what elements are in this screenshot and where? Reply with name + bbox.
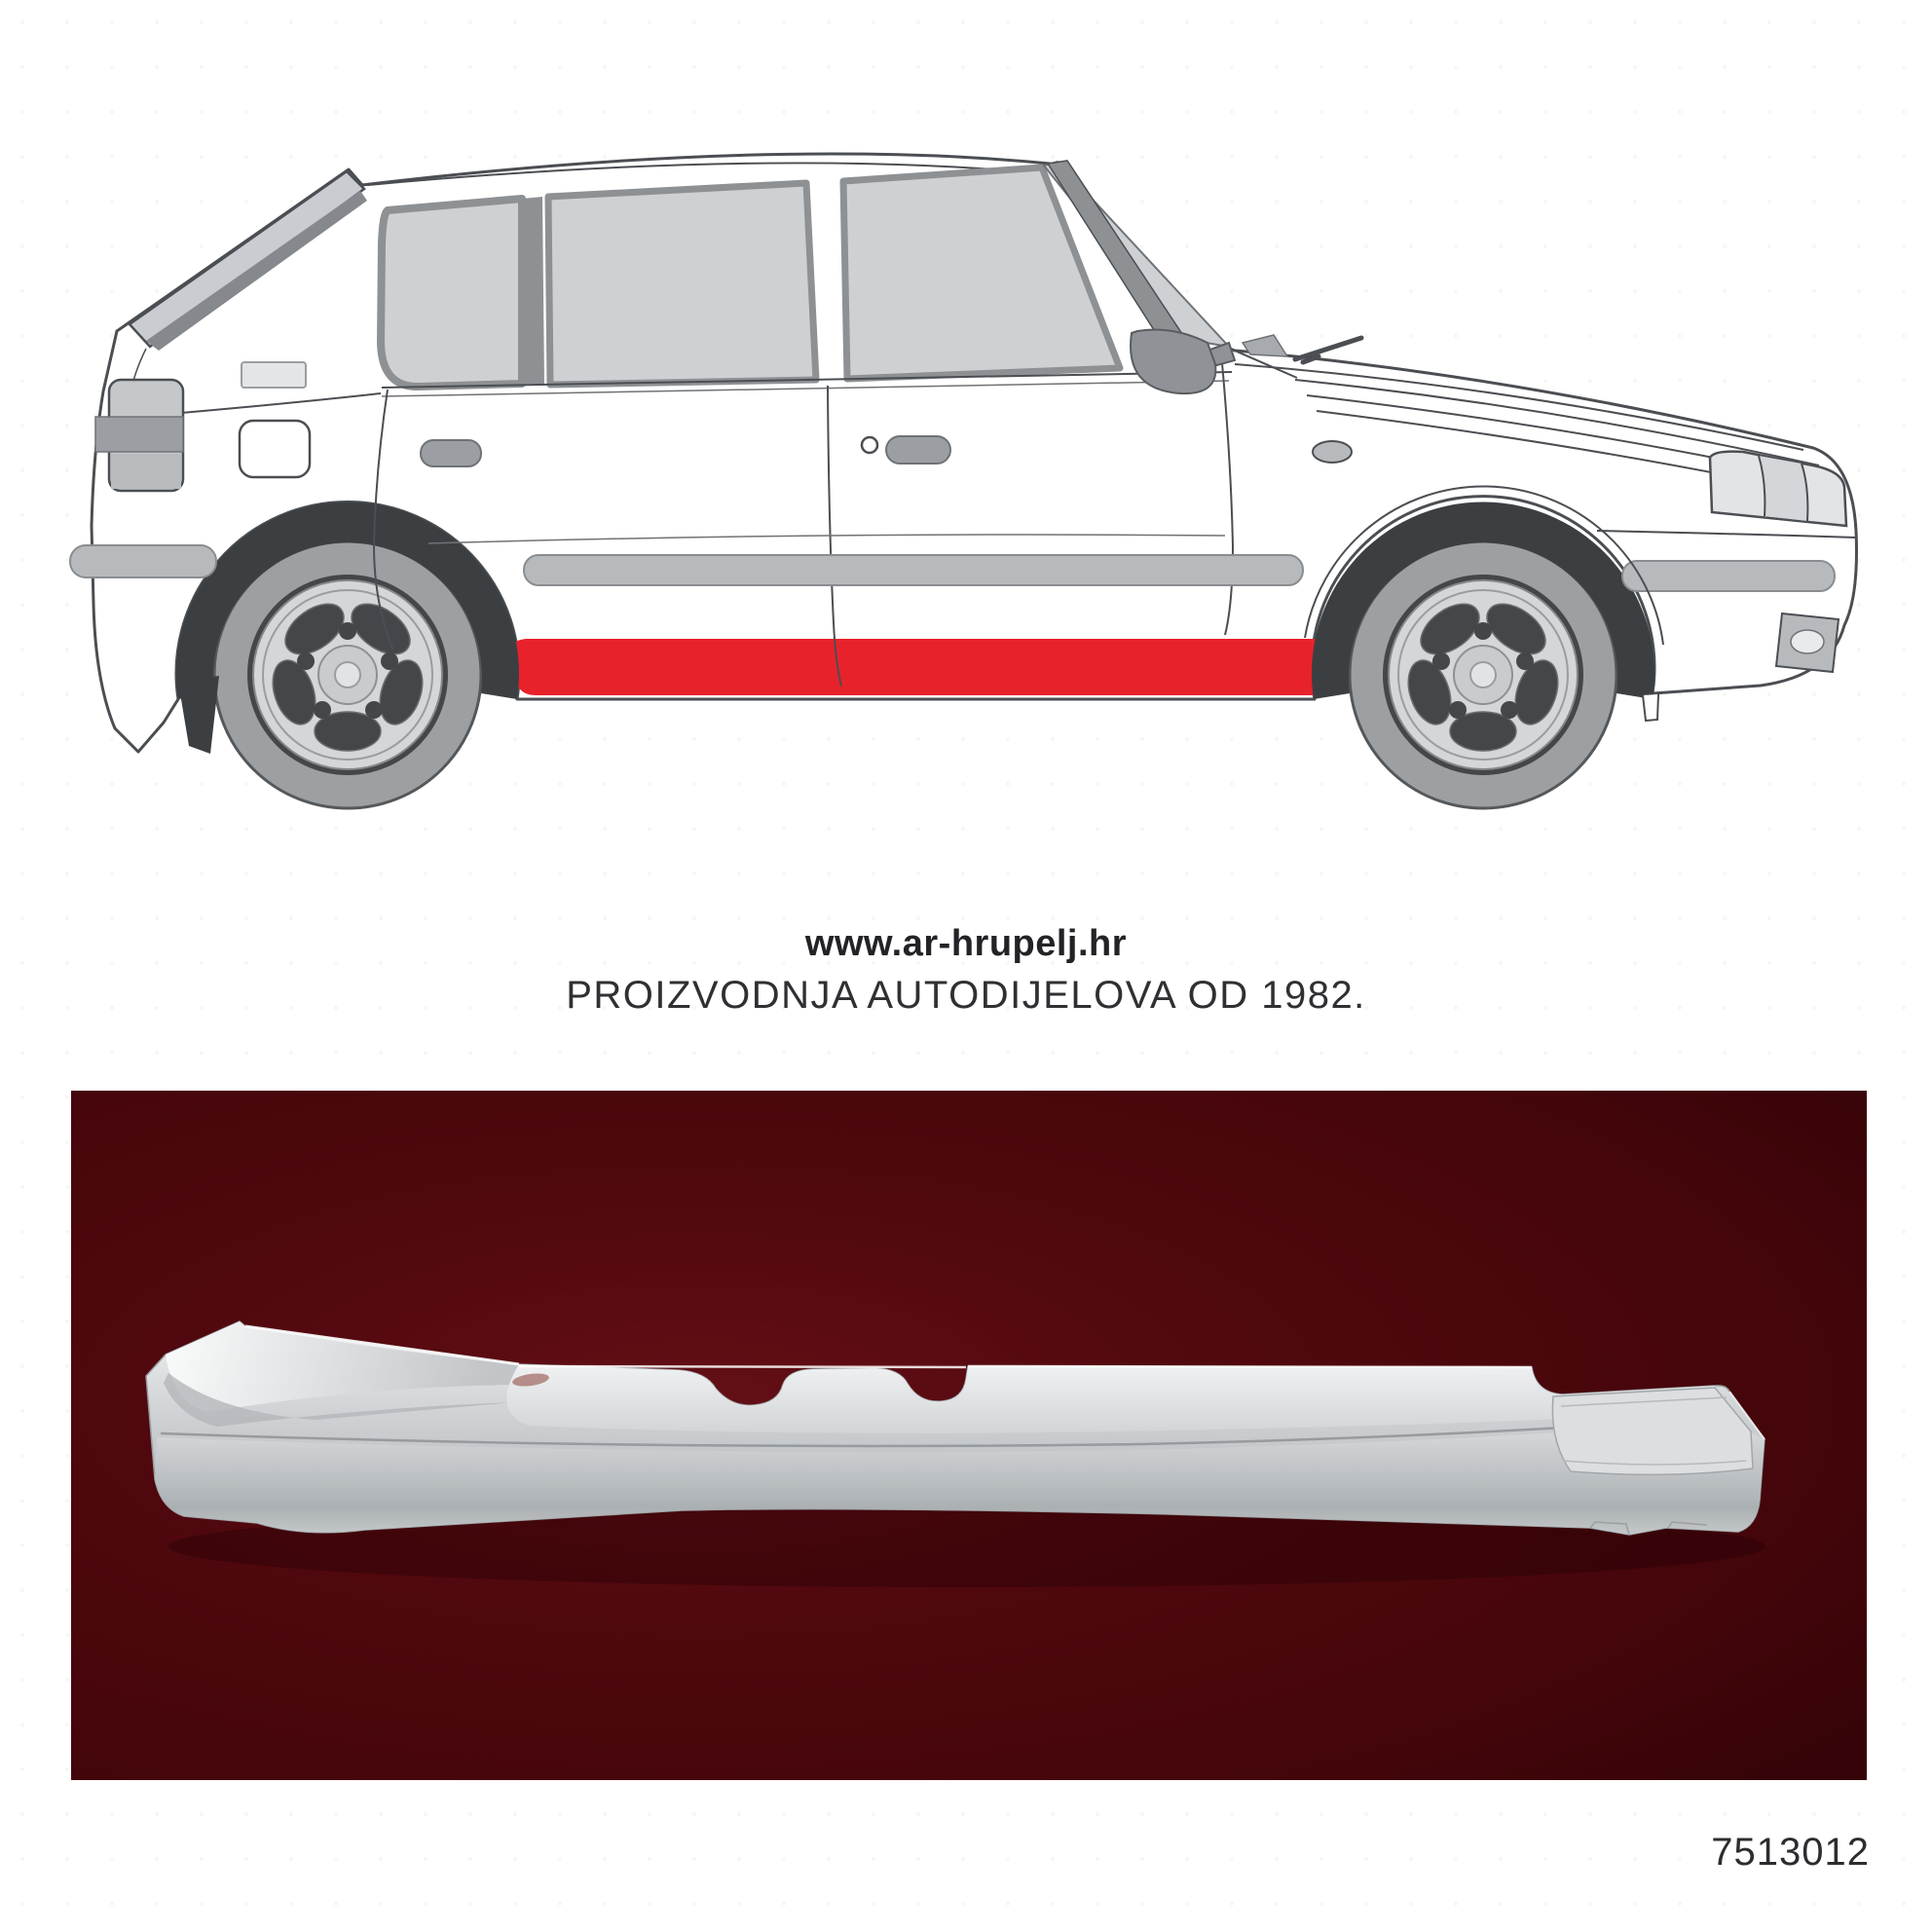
cowl-corner-trim: [1241, 334, 1289, 357]
side-mirror: [1130, 328, 1237, 395]
front-bumper-molding: [1621, 560, 1836, 592]
quarter-window-divider: [522, 197, 544, 385]
branding-block: www.ar-hrupelj.hr PROIZVODNJA AUTODIJELO…: [0, 923, 1932, 1018]
rear-bumper-molding: [69, 544, 217, 578]
headlight-grille: [1708, 450, 1848, 528]
front-wheel-lug-holes: [1432, 622, 1534, 719]
front-indicator: [1312, 440, 1353, 464]
c-pillar-trim-stripe: [146, 191, 367, 351]
rear-wheel: [212, 539, 483, 810]
door-keyhole: [860, 435, 879, 455]
website-url: www.ar-hrupelj.hr: [804, 923, 1128, 964]
sill-lower-face: [155, 1421, 1765, 1535]
door-gap-lines: [372, 352, 1235, 687]
rear-door-handle: [420, 439, 482, 467]
fuel-filler-cap: [238, 419, 312, 479]
front-door-handle: [885, 435, 951, 464]
car-diagram-area: [0, 0, 1932, 876]
rear-door-window: [544, 179, 820, 389]
front-wheel-spoke-gaps: [1407, 603, 1559, 752]
wiper: [1292, 335, 1364, 365]
tail-light: [94, 378, 185, 493]
company-tagline: PROIZVODNJA AUTODIJELOVA OD 1982.: [566, 974, 1366, 1017]
sill-top-face: [506, 1364, 1719, 1433]
door-side-molding: [523, 554, 1304, 586]
wheel-arch-trims: [175, 502, 1654, 754]
metal-reflection-smudge: [512, 1373, 549, 1387]
front-wheel: [1348, 539, 1618, 810]
hatch-edge-band: [128, 169, 366, 349]
rear-wheel-spoke-gaps: [272, 603, 424, 752]
sill-crease-dark: [160, 1415, 1723, 1448]
bumper-foot: [1642, 693, 1659, 723]
product-photo-area: [71, 1091, 1867, 1780]
fog-light: [1774, 612, 1840, 674]
part-shadow: [168, 1505, 1765, 1587]
sill-right-tray: [1551, 1387, 1765, 1476]
rear-wheel-lug-holes: [297, 622, 398, 719]
front-door-window: [839, 164, 1124, 383]
side-reflector: [241, 361, 307, 389]
bottom-mount-tabs: [1589, 1521, 1708, 1536]
car-side-view-diagram: [69, 152, 1858, 810]
sill-highlight: [508, 639, 1330, 695]
sill-panel-photo: [71, 1091, 1867, 1780]
top-edge-highlight: [518, 1364, 1533, 1369]
roof-drip-line: [367, 162, 1045, 186]
part-number: 7513012: [1711, 1831, 1870, 1874]
sill-left-end-cap: [164, 1321, 520, 1427]
rear-quarter-window: [377, 195, 526, 391]
